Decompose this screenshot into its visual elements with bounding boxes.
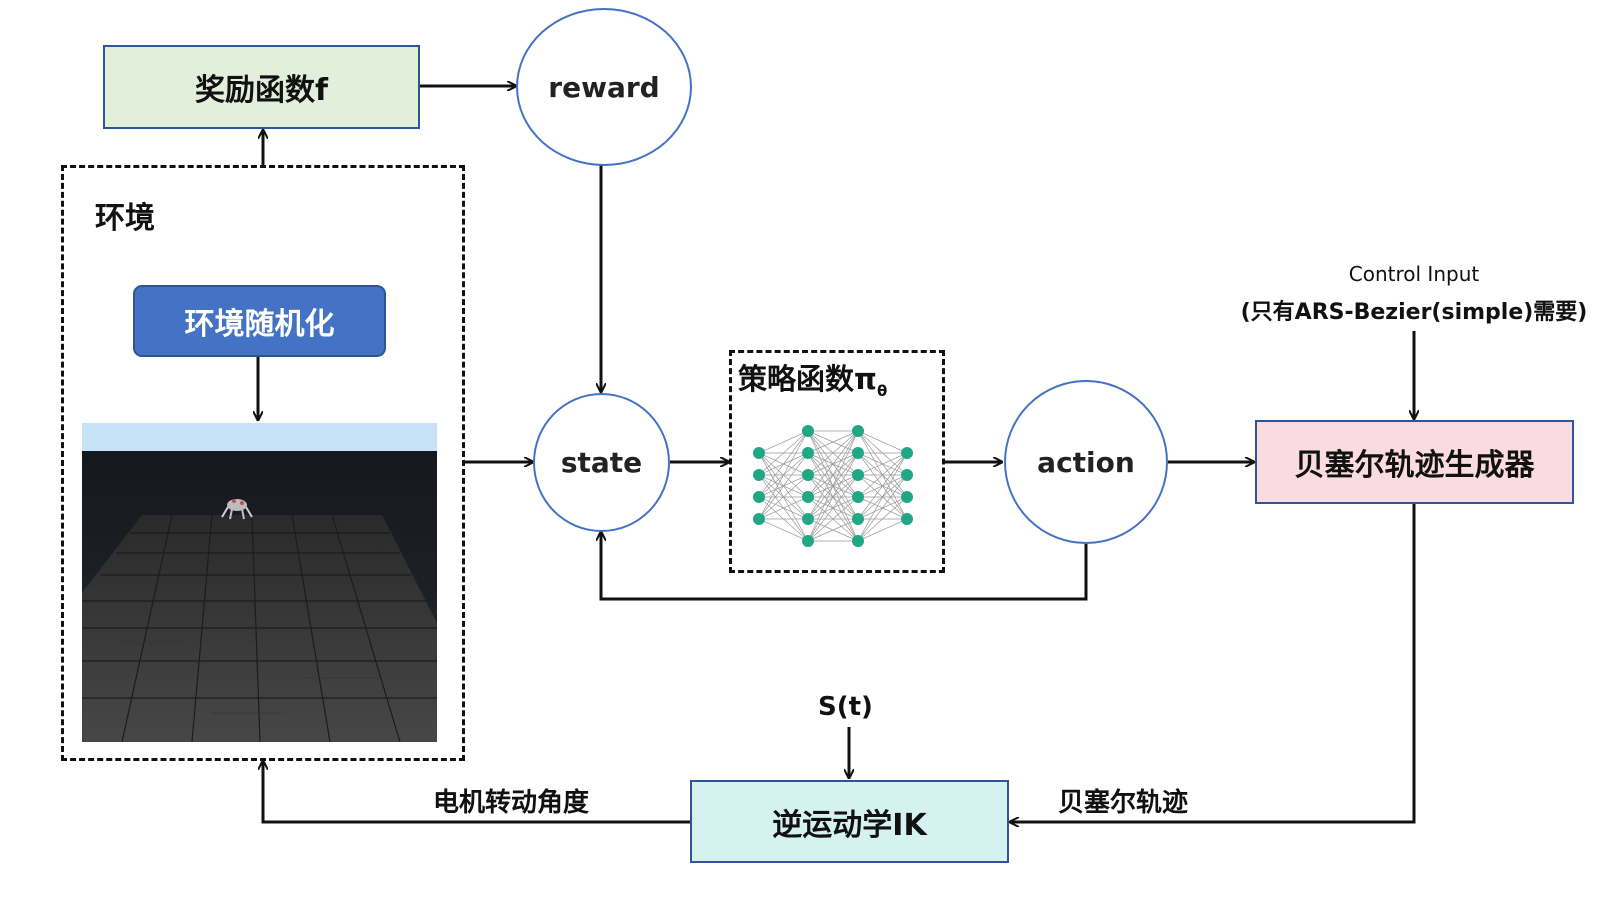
nn-node bbox=[852, 535, 864, 547]
nn-edge bbox=[758, 430, 809, 454]
nn-edge bbox=[857, 518, 908, 542]
policy-network-box bbox=[729, 350, 945, 573]
nn-edge bbox=[758, 474, 809, 520]
policy-theta-subscript: θ bbox=[876, 381, 888, 400]
nn-edge bbox=[807, 452, 859, 542]
nn-node bbox=[802, 425, 814, 437]
nn-edge bbox=[807, 474, 859, 542]
reward-label: reward bbox=[548, 70, 660, 104]
nn-node bbox=[802, 491, 814, 503]
action-label: action bbox=[1037, 445, 1135, 479]
nn-edge bbox=[758, 518, 809, 542]
nn-node bbox=[753, 491, 765, 503]
nn-node bbox=[852, 425, 864, 437]
nn-node bbox=[852, 469, 864, 481]
nn-edge bbox=[857, 452, 908, 498]
bezier-generator-box: 贝塞尔轨迹生成器 bbox=[1255, 420, 1574, 504]
inverse-kinematics-box: 逆运动学IK bbox=[690, 780, 1009, 863]
nn-edge bbox=[807, 430, 859, 520]
domain-randomization-box: 环境随机化 bbox=[133, 285, 386, 357]
nn-node bbox=[802, 447, 814, 459]
environment-label: 环境 bbox=[95, 201, 155, 236]
nn-node bbox=[852, 447, 864, 459]
environment-container bbox=[61, 165, 465, 761]
domain-randomization-label: 环境随机化 bbox=[184, 307, 335, 342]
st-label: S(t) bbox=[818, 692, 873, 722]
nn-node bbox=[852, 513, 864, 525]
robot-icon bbox=[221, 499, 253, 520]
nn-node bbox=[802, 513, 814, 525]
reward-function-label: 奖励函数f bbox=[194, 73, 329, 108]
reward-node: reward bbox=[516, 8, 692, 166]
nn-node bbox=[901, 491, 913, 503]
nn-edge bbox=[758, 430, 809, 476]
nn-node bbox=[753, 469, 765, 481]
nn-edge bbox=[857, 474, 908, 542]
action-node: action bbox=[1004, 380, 1168, 544]
bezier-generator-label: 贝塞尔轨迹生成器 bbox=[1294, 448, 1535, 483]
bezier-trajectory-label: 贝塞尔轨迹 bbox=[1058, 788, 1189, 818]
inverse-kinematics-label: 逆运动学IK bbox=[772, 807, 927, 843]
nn-node bbox=[753, 447, 765, 459]
nn-edge bbox=[857, 452, 908, 476]
arrow-action-feedback-to-state bbox=[601, 532, 1088, 601]
nn-node bbox=[901, 513, 913, 525]
simulation-image bbox=[82, 423, 437, 742]
reward-function-box: 奖励函数f bbox=[103, 45, 420, 129]
nn-edge bbox=[857, 430, 908, 454]
state-label: state bbox=[560, 446, 643, 479]
nn-edge bbox=[807, 430, 859, 454]
arrow-bezier-to-ik bbox=[1010, 504, 1416, 822]
nn-node bbox=[852, 491, 864, 503]
state-node: state bbox=[533, 393, 670, 532]
nn-edge bbox=[857, 452, 908, 542]
control-input-note: (只有ARS-Bezier(simple)需要) bbox=[1240, 300, 1588, 325]
nn-node bbox=[901, 469, 913, 481]
nn-edge bbox=[857, 452, 908, 520]
nn-edge bbox=[807, 430, 859, 498]
nn-edge bbox=[807, 430, 859, 476]
nn-edge bbox=[758, 496, 809, 520]
motor-angle-label: 电机转动角度 bbox=[433, 788, 590, 818]
nn-node bbox=[802, 535, 814, 547]
nn-edge bbox=[807, 430, 859, 542]
nn-node bbox=[753, 513, 765, 525]
nn-edge bbox=[807, 518, 859, 542]
nn-edge bbox=[807, 496, 859, 542]
policy-function-label: 策略函数πθ bbox=[738, 356, 887, 400]
policy-function-text: 策略函数π bbox=[738, 362, 877, 396]
nn-node bbox=[802, 469, 814, 481]
control-input-label: Control Input bbox=[1348, 262, 1480, 286]
nn-edge bbox=[857, 496, 908, 542]
nn-edge bbox=[758, 430, 809, 520]
neural-network-icon bbox=[753, 425, 913, 547]
arrow-ik-to-env bbox=[263, 761, 690, 824]
nn-edge bbox=[758, 452, 809, 520]
nn-edge bbox=[758, 430, 809, 498]
nn-node bbox=[901, 447, 913, 459]
